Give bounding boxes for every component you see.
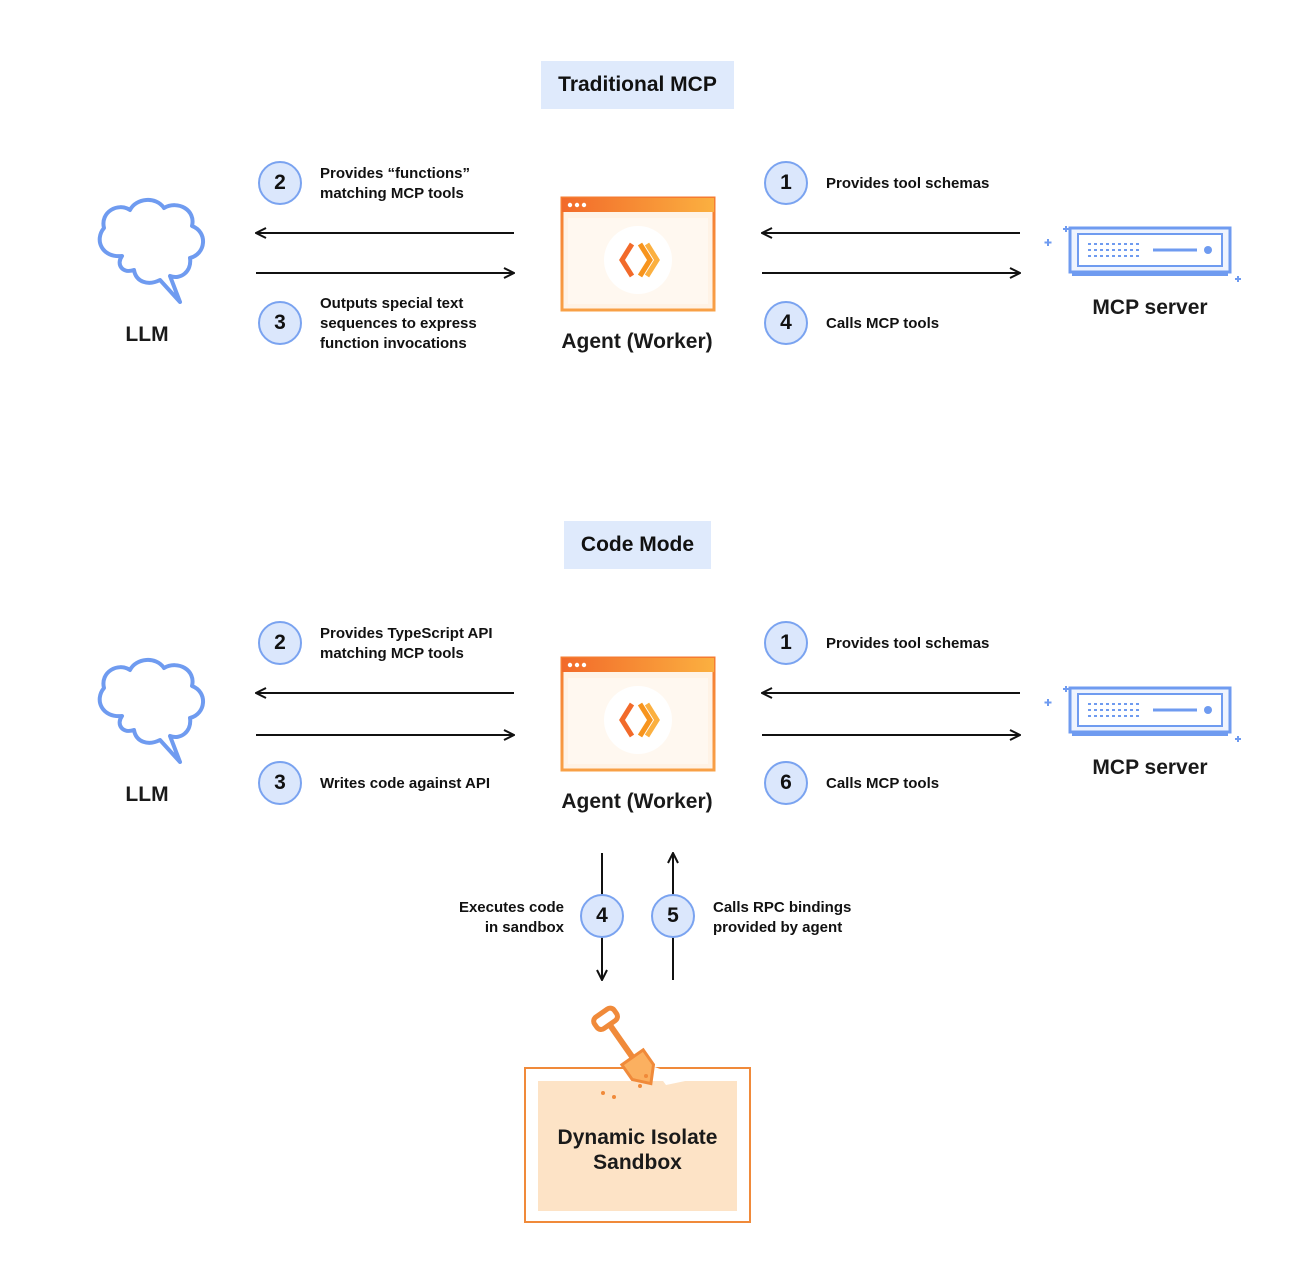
traditional-server-label: MCP server xyxy=(1092,296,1208,319)
traditional-brain-icon xyxy=(97,197,206,304)
traditional-step-label-2: Provides “functions” matching MCP tools xyxy=(320,165,471,202)
sandbox-label: Dynamic Isolate Sandbox xyxy=(557,1126,718,1174)
codemode-step-label-2: Provides TypeScript API matching MCP too… xyxy=(320,625,493,662)
traditional-llm-label: LLM xyxy=(125,323,169,346)
codemode-step-badge-4: 4 xyxy=(580,894,624,938)
codemode-step-badge-3: 3 xyxy=(258,761,302,805)
traditional-step-badge-3: 3 xyxy=(258,301,302,345)
traditional-step-badge-2: 2 xyxy=(258,161,302,205)
traditional-step-label-1: Provides tool schemas xyxy=(826,175,990,192)
sandbox-box: Dynamic Isolate Sandbox xyxy=(524,1067,751,1223)
traditional-step-badge-4: 4 xyxy=(764,301,808,345)
codemode-brain-icon xyxy=(97,657,206,764)
codemode-step-label-1: Provides tool schemas xyxy=(826,635,990,652)
codemode-agent-label: Agent (Worker) xyxy=(561,790,713,813)
codemode-step-label-3: Writes code against API xyxy=(320,775,491,792)
codemode-step-badge-1: 1 xyxy=(764,621,808,665)
codemode-llm-label: LLM xyxy=(125,783,169,806)
codemode-server-icon xyxy=(1043,684,1243,744)
codemode-step-label-4: Executes code in sandbox xyxy=(458,899,564,936)
traditional-agent-label: Agent (Worker) xyxy=(561,330,713,353)
sandbox-fill xyxy=(538,1081,737,1211)
codemode-step-label-6: Calls MCP tools xyxy=(826,775,940,792)
codemode-step-label-5: Calls RPC bindings provided by agent xyxy=(713,899,852,936)
codemode-section-title: Code Mode xyxy=(564,521,711,569)
traditional-step-badge-1: 1 xyxy=(764,161,808,205)
codemode-step-badge-2: 2 xyxy=(258,621,302,665)
codemode-step-badge-6: 6 xyxy=(764,761,808,805)
traditional-step-label-3: Outputs special text sequences to expres… xyxy=(320,295,477,352)
traditional-step-label-4: Calls MCP tools xyxy=(826,315,940,332)
traditional-section-title: Traditional MCP xyxy=(541,61,734,109)
codemode-step-badge-5: 5 xyxy=(651,894,695,938)
traditional-server-icon xyxy=(1043,224,1243,284)
codemode-server-label: MCP server xyxy=(1092,756,1208,779)
codemode-agent-window-icon xyxy=(562,658,714,770)
traditional-agent-window-icon xyxy=(562,198,714,310)
